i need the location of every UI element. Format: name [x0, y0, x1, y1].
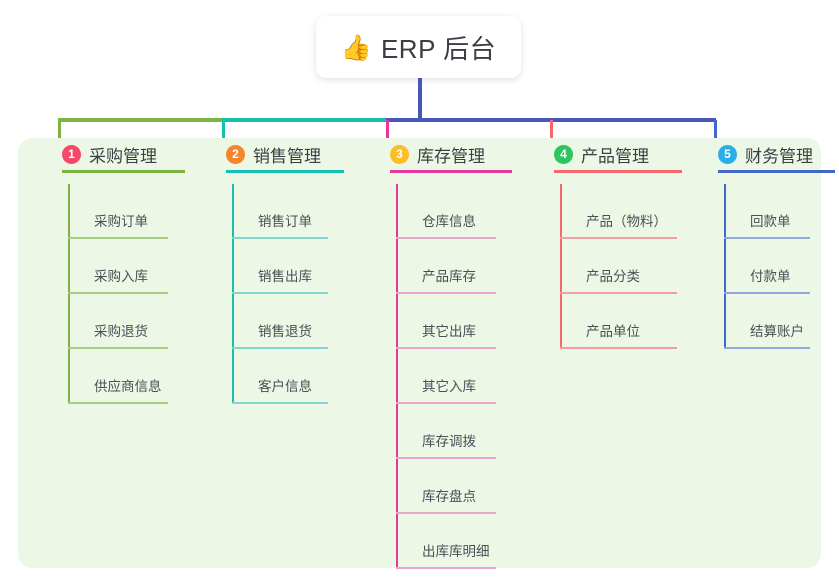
category-stem	[232, 184, 234, 404]
category-column-2: 2 销售管理销售订单销售出库销售退货客户信息	[204, 138, 364, 404]
thumbs-up-icon: 👍	[340, 32, 372, 62]
category-header-5[interactable]: 5 财务管理	[696, 138, 839, 170]
menu-item-label: 产品（物料）	[586, 214, 667, 229]
menu-item-rule	[232, 347, 328, 349]
menu-item-rule	[396, 347, 496, 349]
menu-item-label: 产品分类	[586, 269, 640, 284]
menu-item-rule	[396, 567, 496, 569]
menu-item-label: 产品库存	[422, 269, 476, 284]
category-number-badge: 4	[554, 144, 573, 164]
category-header-rule	[390, 170, 512, 173]
category-title: 库存管理	[417, 146, 485, 166]
menu-item-rule	[724, 237, 810, 239]
category-number-badge: 5	[718, 144, 737, 164]
bus-segment-2	[222, 118, 386, 122]
category-header-1[interactable]: 1 采购管理	[40, 138, 200, 170]
category-header-rule	[226, 170, 344, 173]
menu-item-label: 销售订单	[258, 214, 312, 229]
category-title: 产品管理	[581, 146, 649, 166]
menu-item-label: 其它入库	[422, 379, 476, 394]
menu-item-label: 采购订单	[94, 214, 148, 229]
menu-item-label: 库存盘点	[422, 489, 476, 504]
menu-item-rule	[396, 512, 496, 514]
category-header-rule	[554, 170, 682, 173]
category-header-rule	[62, 170, 185, 173]
menu-item-label: 采购入库	[94, 269, 148, 284]
category-number-badge: 2	[226, 144, 245, 164]
menu-item-rule	[232, 402, 328, 404]
category-number-badge: 3	[390, 144, 409, 164]
categories-panel: 1 采购管理采购订单采购入库采购退货供应商信息 2 销售管理销售订单销售出库销售退货客…	[18, 138, 835, 569]
menu-item-rule	[68, 237, 168, 239]
menu-item-label: 其它出库	[422, 324, 476, 339]
category-column-4: 4 产品管理产品（物料） 产品分类产品单位	[532, 138, 702, 349]
menu-item-label: 仓库信息	[422, 214, 476, 229]
menu-item-rule	[724, 292, 810, 294]
menu-item-rule	[396, 237, 496, 239]
root-connector-vertical	[418, 78, 422, 120]
menu-item-label: 产品单位	[586, 324, 640, 339]
menu-item-label: 出库库明细	[422, 544, 490, 559]
menu-item-rule	[396, 402, 496, 404]
category-column-5: 5 财务管理回款单付款单结算账户	[696, 138, 839, 349]
category-header-2[interactable]: 2 销售管理	[204, 138, 364, 170]
menu-item-rule	[68, 347, 168, 349]
menu-item-rule	[68, 292, 168, 294]
menu-item-rule	[560, 237, 677, 239]
root-node[interactable]: 👍 ERP 后台	[316, 16, 521, 78]
menu-item-rule	[396, 292, 496, 294]
category-stem	[560, 184, 562, 349]
menu-item-label: 回款单	[750, 214, 791, 229]
category-header-4[interactable]: 4 产品管理	[532, 138, 702, 170]
category-stem	[396, 184, 398, 569]
category-column-3: 3 库存管理仓库信息产品库存其它出库其它入库库存调拨库存盘点出库库明细	[368, 138, 538, 569]
menu-item-label: 销售出库	[258, 269, 312, 284]
menu-item-rule	[560, 347, 677, 349]
menu-item-rule	[232, 292, 328, 294]
category-stem	[724, 184, 726, 349]
menu-item-rule	[396, 457, 496, 459]
menu-item-label: 销售退货	[258, 324, 312, 339]
menu-item-label: 供应商信息	[94, 379, 162, 394]
menu-item-rule	[232, 237, 328, 239]
menu-item-label: 结算账户	[750, 324, 804, 339]
category-stem	[68, 184, 70, 404]
category-number-badge: 1	[62, 144, 81, 164]
category-header-rule	[718, 170, 835, 173]
category-column-1: 1 采购管理采购订单采购入库采购退货供应商信息	[40, 138, 200, 404]
bus-segment-1	[58, 118, 222, 122]
bus-segment-4	[550, 118, 716, 122]
bus-segment-3	[386, 118, 550, 122]
menu-item-rule	[560, 292, 677, 294]
menu-item-rule	[68, 402, 168, 404]
root-node-title: ERP 后台	[380, 33, 497, 64]
category-header-3[interactable]: 3 库存管理	[368, 138, 538, 170]
menu-item-rule	[724, 347, 810, 349]
menu-item-label: 付款单	[750, 269, 791, 284]
menu-item-label: 库存调拨	[422, 434, 476, 449]
menu-item-label: 客户信息	[258, 379, 312, 394]
category-title: 销售管理	[253, 146, 321, 166]
category-title: 采购管理	[89, 146, 157, 166]
category-title: 财务管理	[745, 146, 813, 166]
menu-item-label: 采购退货	[94, 324, 148, 339]
